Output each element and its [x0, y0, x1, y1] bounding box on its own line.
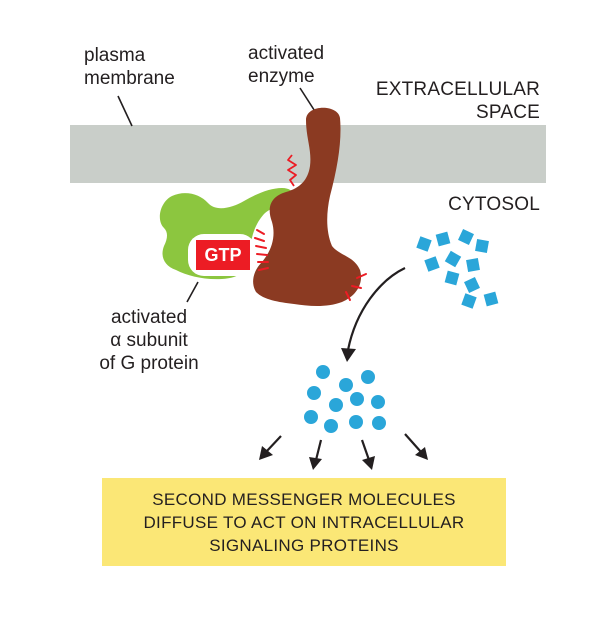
diffusion-arrow-1 — [259, 435, 282, 460]
activation-marks-contact — [254, 229, 269, 271]
activated-enzyme-label: activated enzyme — [248, 43, 325, 87]
result-box: SECOND MESSENGER MOLECULES DIFFUSE TO AC… — [102, 478, 506, 566]
conversion-arrowhead — [341, 348, 356, 362]
plasma-membrane-leader — [117, 95, 133, 127]
diffusion-arrow-4 — [404, 433, 428, 460]
activated-enzyme — [253, 107, 362, 306]
gtp-label: GTP — [196, 240, 250, 270]
plasma-membrane-label: plasma membrane — [84, 45, 175, 89]
diffusion-arrow-2 — [309, 439, 323, 470]
diffusion-arrows — [259, 433, 428, 470]
g-protein-subunit-label: activated α subunit of G protein — [99, 307, 199, 374]
activation-marks-catalytic-site — [345, 273, 367, 301]
second-messenger-molecules — [304, 365, 386, 433]
diffusion-arrow-3 — [360, 439, 375, 470]
g-protein-leader — [186, 281, 199, 303]
g-protein-membrane-anchor — [287, 154, 297, 187]
extracellular-space-label: EXTRACELLULAR SPACE — [375, 79, 540, 123]
result-text: SECOND MESSENGER MOLECULES DIFFUSE TO AC… — [143, 489, 465, 555]
conversion-arrow — [346, 267, 406, 351]
cytosol-label: CYTOSOL — [448, 194, 540, 215]
precursor-molecules — [416, 229, 499, 309]
